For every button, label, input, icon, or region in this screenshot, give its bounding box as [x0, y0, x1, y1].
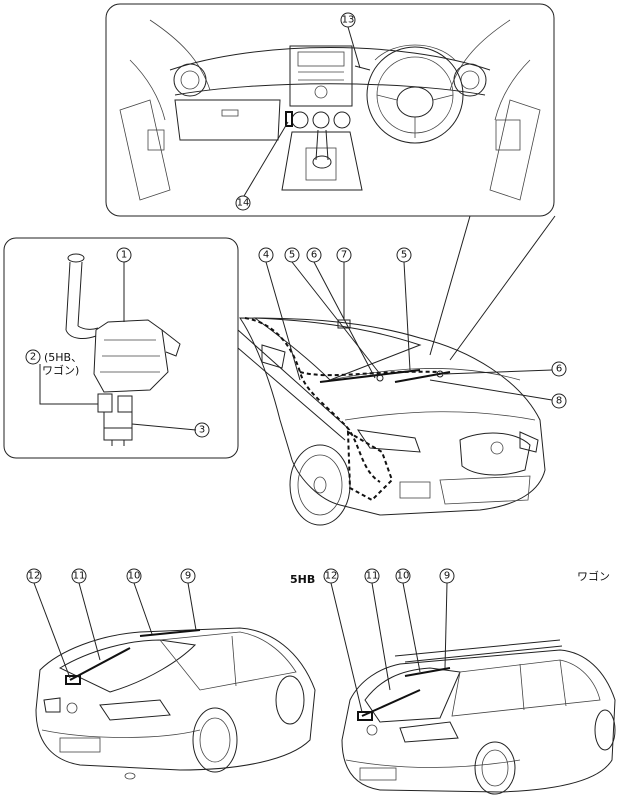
- callout-8: 8: [551, 393, 567, 409]
- callout-9a: 9: [180, 568, 196, 584]
- svg-text:9: 9: [444, 571, 450, 582]
- svg-text:9: 9: [185, 571, 191, 582]
- callout-6a: 6: [306, 247, 322, 263]
- callout-7: 7: [336, 247, 352, 263]
- front-car-illustration: 4 5 6 7 5 6 8: [239, 247, 567, 526]
- rear-wagon-illustration: ワゴン 12 11: [323, 568, 616, 795]
- svg-text:12: 12: [28, 571, 41, 582]
- svg-text:13: 13: [342, 15, 355, 26]
- svg-text:7: 7: [341, 250, 347, 261]
- callout-5b: 5: [396, 247, 412, 263]
- callout-9b: 9: [439, 568, 455, 584]
- svg-text:12: 12: [325, 571, 338, 582]
- interior-inset: 13 14: [105, 3, 555, 217]
- svg-text:3: 3: [199, 425, 205, 436]
- svg-text:5: 5: [289, 250, 295, 261]
- variant-label-5hb: (5HB、: [44, 351, 82, 364]
- callout-12a: 12: [26, 568, 42, 584]
- svg-text:10: 10: [397, 571, 410, 582]
- body-type-wagon: ワゴン: [577, 569, 610, 583]
- callout-3: 3: [194, 422, 210, 438]
- body-type-5hb: 5HB: [290, 573, 315, 586]
- callout-13: 13: [340, 12, 356, 28]
- callout-10a: 10: [126, 568, 142, 584]
- svg-text:4: 4: [263, 250, 269, 261]
- callout-2: 2: [25, 349, 41, 365]
- svg-text:11: 11: [73, 571, 86, 582]
- svg-text:10: 10: [128, 571, 141, 582]
- callout-14: 14: [235, 195, 251, 211]
- svg-text:6: 6: [311, 250, 317, 261]
- svg-text:11: 11: [366, 571, 379, 582]
- callout-6b: 6: [551, 361, 567, 377]
- svg-text:5: 5: [401, 250, 407, 261]
- callout-11b: 11: [364, 568, 380, 584]
- callout-1: 1: [116, 247, 132, 263]
- callout-5a: 5: [284, 247, 300, 263]
- svg-text:8: 8: [556, 396, 562, 407]
- svg-text:6: 6: [556, 364, 562, 375]
- variant-label-wagon: ワゴン): [42, 363, 79, 377]
- svg-text:1: 1: [121, 250, 127, 261]
- washer-tank-inset: 1 2 (5HB、 ワゴン) 3: [3, 237, 239, 459]
- svg-text:2: 2: [30, 352, 36, 363]
- callout-12b: 12: [323, 568, 339, 584]
- callout-10b: 10: [395, 568, 411, 584]
- rear-5hb-illustration: 5HB 12 11: [26, 568, 316, 780]
- callout-4: 4: [258, 247, 274, 263]
- callout-11a: 11: [71, 568, 87, 584]
- svg-text:14: 14: [237, 198, 250, 209]
